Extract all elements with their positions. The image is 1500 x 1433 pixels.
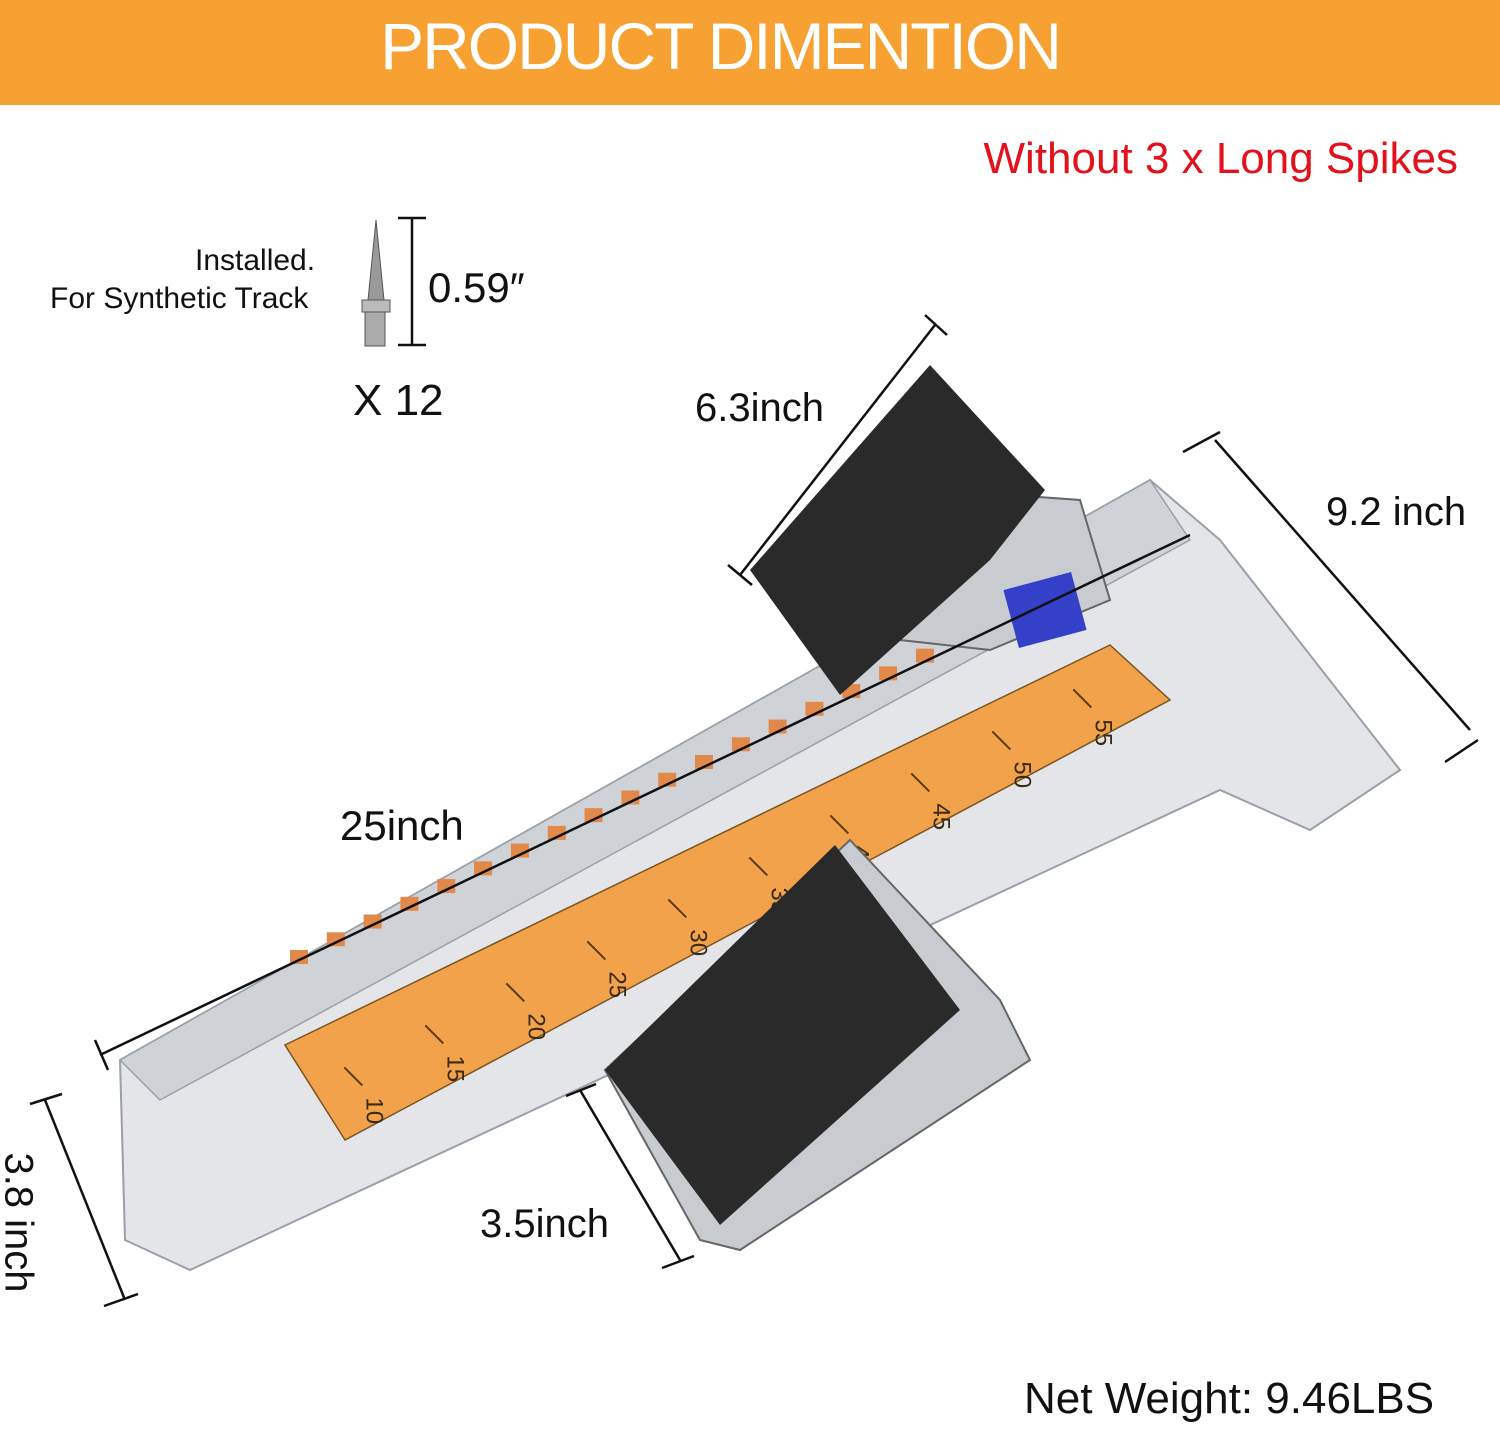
rail-notch <box>326 932 345 947</box>
ruler-tick <box>343 1066 364 1087</box>
pedal-length-label: 6.3inch <box>695 386 824 430</box>
ruler-tick-label: 50 <box>1008 761 1035 788</box>
net-weight-label: Net Weight: 9.46LBS <box>1024 1374 1435 1423</box>
ruler-tick-label: 25 <box>603 971 630 998</box>
page-title: PRODUCT DIMENTION <box>380 9 1062 83</box>
rail-notch <box>474 861 493 876</box>
rail-notch <box>510 843 529 858</box>
header-banner: PRODUCT DIMENTION <box>0 0 1500 105</box>
front-pedal <box>605 845 960 1225</box>
ruler-tick-label: 45 <box>927 803 954 830</box>
rail-notch <box>290 950 308 964</box>
ruler-tick <box>424 1024 445 1045</box>
spike-height-label: 0.59″ <box>428 264 525 311</box>
length-label: 25inch <box>340 802 464 849</box>
pedal-height-line <box>565 1082 695 1270</box>
spike-dimension-line <box>398 216 426 347</box>
ruler-tick-label: 10 <box>360 1097 387 1124</box>
rail-notch <box>547 825 566 840</box>
width-line <box>1182 430 1479 764</box>
ruler-tick <box>1072 688 1093 709</box>
rear-pedal-clip <box>1003 571 1087 649</box>
ruler-tick <box>667 898 688 919</box>
ruler-tick-label: 20 <box>522 1013 549 1040</box>
rear-pedal <box>750 365 1045 695</box>
rail-notch <box>363 914 382 929</box>
spike-label-track: For Synthetic Track <box>50 282 309 315</box>
pedal-height-label: 3.5inch <box>480 1202 609 1246</box>
ruler-tick <box>910 772 931 793</box>
rail-notch <box>437 879 456 894</box>
spikes-note: Without 3 x Long Spikes <box>983 134 1458 183</box>
spike-icon <box>367 219 385 301</box>
ruler-tick-label: 15 <box>441 1055 468 1082</box>
spike-quantity-label: X 12 <box>353 376 444 425</box>
ruler-tick <box>586 940 607 961</box>
height-label: 3.8 inch <box>0 1152 41 1293</box>
rail-notch <box>400 896 419 911</box>
ruler-tick <box>748 856 769 877</box>
length-line <box>93 533 1191 1071</box>
ruler-tick <box>829 814 850 835</box>
spike-label-installed: Installed. <box>195 244 316 277</box>
height-line <box>29 1092 139 1308</box>
ruler-tick-label: 55 <box>1089 719 1116 746</box>
width-label: 9.2 inch <box>1326 490 1467 534</box>
ruler-strip <box>283 644 1172 1141</box>
ruler-tick <box>505 982 526 1003</box>
pedal-length-line <box>727 314 948 586</box>
ruler-tick-label: 30 <box>684 929 711 956</box>
ruler-tick <box>991 730 1012 751</box>
